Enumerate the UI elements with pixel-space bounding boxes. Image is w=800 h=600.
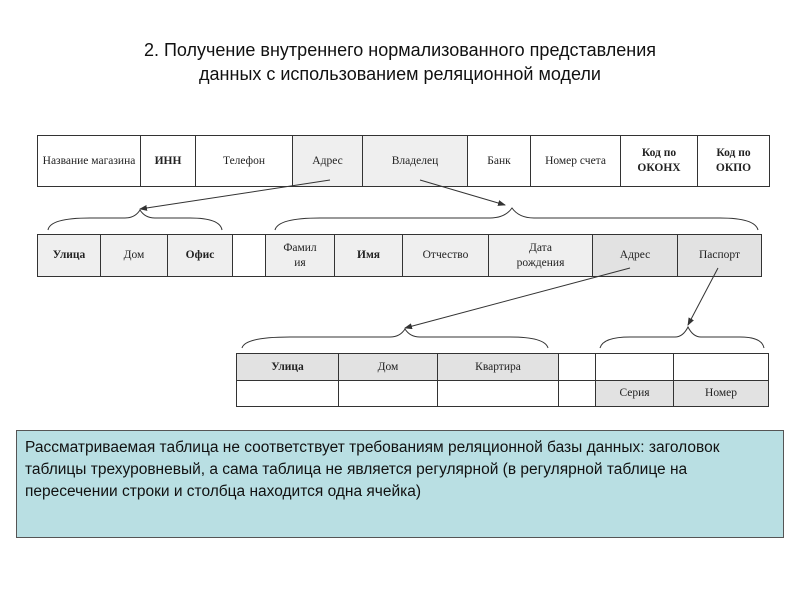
cell-address: Адрес: [292, 135, 363, 187]
cell-owner-address: Адрес: [592, 234, 678, 277]
cell-okpo: Код по ОКПО: [697, 135, 770, 187]
title-line-2: данных с использованием реляционной моде…: [199, 64, 601, 84]
arrow-owner: [419, 179, 506, 206]
cell-series: Серия: [595, 380, 674, 407]
brace-owner-address: [241, 328, 549, 349]
brace-address: [47, 209, 223, 231]
cell-patronymic: Отчество: [402, 234, 489, 277]
brace-passport: [599, 325, 765, 349]
cell-empty: [232, 234, 266, 277]
cell-account: Номер счета: [530, 135, 621, 187]
brace-owner: [274, 207, 759, 231]
cell-passport: Паспорт: [677, 234, 762, 277]
cell-surname: Фамил ия: [265, 234, 335, 277]
cell-name: Имя: [334, 234, 403, 277]
title-line-1: 2. Получение внутреннего нормализованног…: [143, 40, 657, 60]
cell-bank: Банк: [467, 135, 531, 187]
cell-empty: [437, 380, 559, 407]
cell-empty: [236, 380, 339, 407]
cell-empty: [673, 353, 769, 381]
cell-birthdate: Дата рождения: [488, 234, 593, 277]
slide-title: 2. Получение внутреннего нормализованног…: [0, 38, 800, 86]
cell-street-2: Улица: [236, 353, 339, 381]
cell-okonh: Код по ОКОНХ: [620, 135, 698, 187]
cell-apartment: Квартира: [437, 353, 559, 381]
cell-owner: Владелец: [362, 135, 468, 187]
cell-empty: [338, 380, 438, 407]
arrow-passport: [687, 267, 719, 326]
cell-house-2: Дом: [338, 353, 438, 381]
cell-phone: Телефон: [195, 135, 293, 187]
arrow-owner-address: [404, 267, 631, 330]
cell-office: Офис: [167, 234, 233, 277]
arrow-address: [139, 179, 331, 211]
conclusion-note: Рассматриваемая таблица не соответствует…: [16, 430, 784, 538]
cell-number: Номер: [673, 380, 769, 407]
cell-store-name: Название магазина: [37, 135, 141, 187]
